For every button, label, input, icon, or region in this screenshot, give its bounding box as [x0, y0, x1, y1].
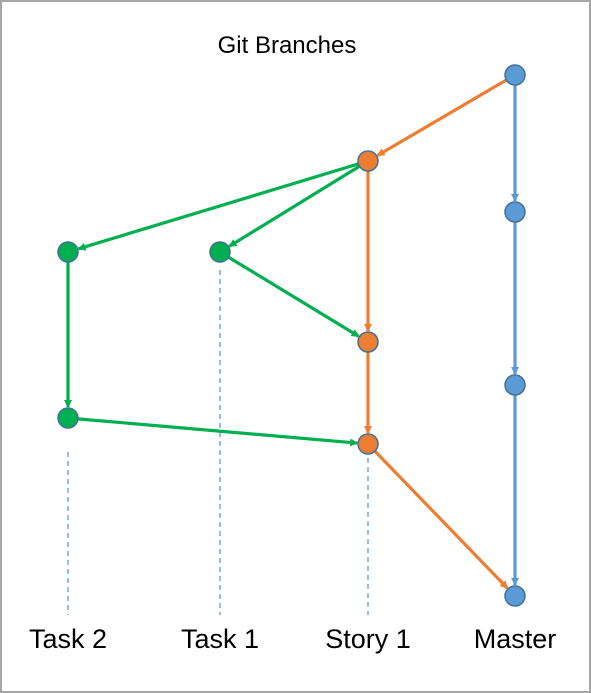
- edge-s1-to-t2a: [77, 162, 359, 251]
- edge-s3-to-m4: [373, 450, 509, 590]
- edge-m1-to-s1: [376, 78, 508, 157]
- edge-t1a-to-s2: [227, 255, 360, 338]
- branch-label-story1: Story 1: [325, 624, 411, 654]
- branch-guide-lines: [67, 270, 369, 615]
- edge-s1-to-t1a: [228, 164, 361, 248]
- commit-node-m1: [504, 64, 526, 86]
- commit-node-s1: [357, 150, 379, 172]
- commit-node-s2: [357, 331, 379, 353]
- branch-label-task2: Task 2: [28, 624, 108, 654]
- edge-t2b-to-s3: [77, 417, 359, 447]
- commit-edges: [64, 78, 519, 590]
- commit-node-m4: [504, 585, 526, 607]
- branch-label-task1: Task 1: [180, 624, 260, 654]
- commit-node-t2b: [57, 407, 79, 429]
- commit-node-m2: [504, 201, 526, 223]
- diagram-title: Git Branches: [217, 32, 357, 59]
- commit-node-t1a: [209, 241, 231, 263]
- commit-node-m3: [504, 374, 526, 396]
- commit-node-t2a: [57, 241, 79, 263]
- branch-label-master: Master: [473, 624, 557, 654]
- commit-node-s3: [357, 433, 379, 455]
- commit-nodes: [57, 64, 526, 607]
